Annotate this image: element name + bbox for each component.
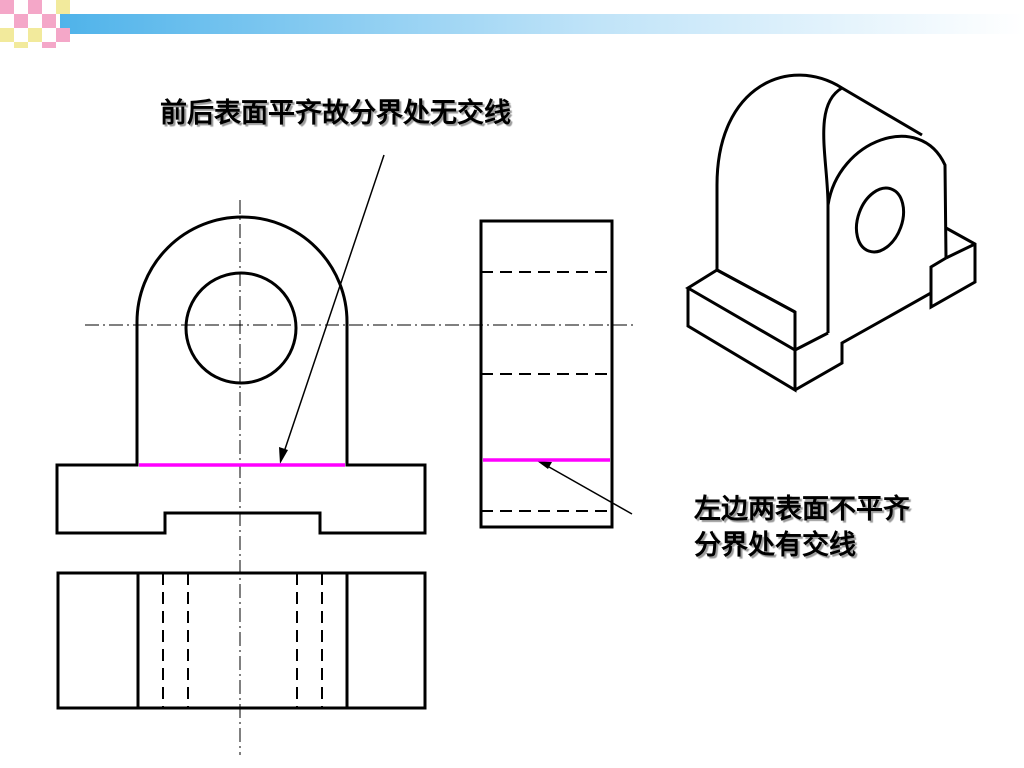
isometric-view bbox=[685, 73, 977, 393]
side-view-hidden-lines bbox=[481, 271, 612, 512]
top-view-hidden-lines bbox=[162, 573, 323, 708]
header-squares-logo bbox=[0, 0, 70, 48]
leader-lines bbox=[281, 154, 633, 515]
note-intersection-line: 左边两表面不平齐 分界处有交线 bbox=[694, 492, 910, 565]
center-lines bbox=[85, 200, 635, 755]
front-view-outline bbox=[55, 215, 427, 535]
note-line-1: 左边两表面不平齐 bbox=[694, 494, 910, 525]
top-view bbox=[56, 571, 427, 710]
note-no-intersection-line: 前后表面平齐故分界处无交线 bbox=[160, 98, 511, 129]
side-view bbox=[479, 219, 614, 529]
note-line-2: 分界处有交线 bbox=[694, 530, 856, 562]
arrowhead-front bbox=[279, 447, 288, 464]
isometric-view-hole bbox=[854, 186, 906, 254]
header-bar bbox=[0, 0, 1024, 48]
front-view-hole bbox=[184, 271, 298, 385]
front-view bbox=[55, 215, 427, 535]
top-view-outline bbox=[56, 571, 427, 710]
header-gradient bbox=[60, 14, 1024, 34]
arrowhead-side bbox=[537, 461, 552, 469]
